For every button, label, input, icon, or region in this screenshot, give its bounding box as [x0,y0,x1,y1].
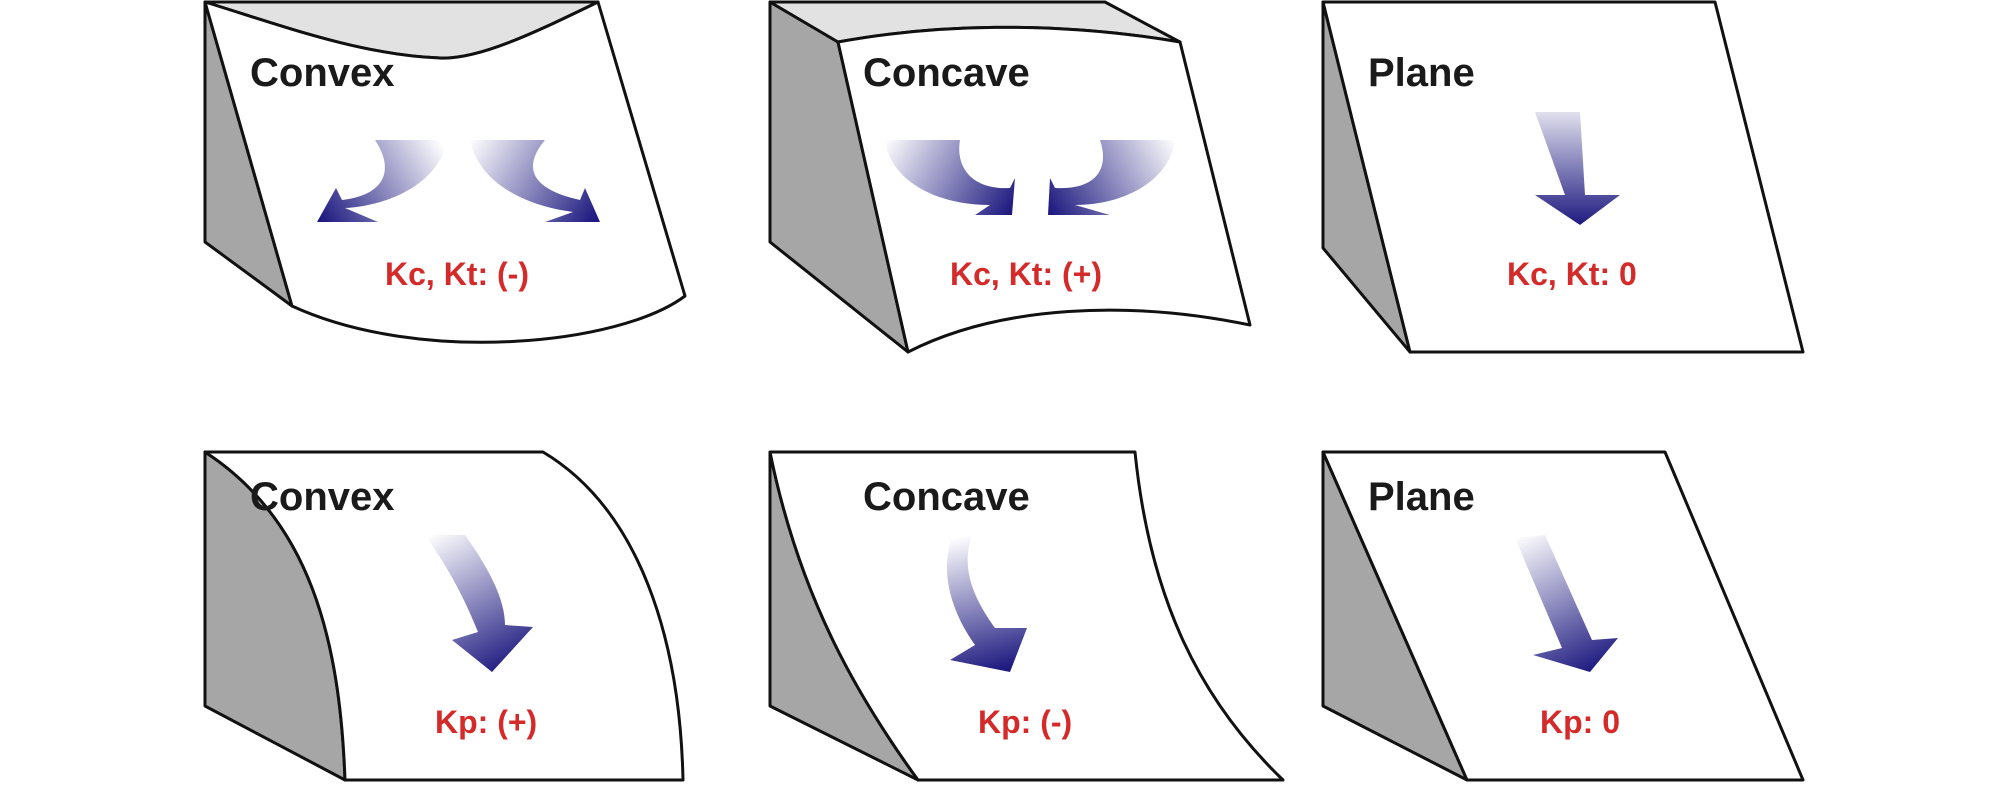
profile-concave-block: Concave Kc, Kt: (+) [768,0,1252,354]
profile-convex-block: Convex Kc, Kt: (-) [203,0,687,344]
plan-concave-block: Concave Kp: (-) [768,450,1285,782]
block-front-face [768,450,1285,782]
diagonal-arrow-icon [946,535,1027,672]
block-front-face [203,450,685,782]
curvature-formula: Kc, Kt: (+) [950,256,1102,292]
block-front-face [836,25,1252,354]
plan-plane-block: Plane Kp: 0 [1321,450,1805,782]
down-arrow-icon [1535,112,1620,225]
curvature-formula: Kc, Kt: (-) [385,256,529,292]
diagonal-arrow-icon [425,535,533,672]
panel-title: Convex [250,51,395,95]
panel-title: Plane [1368,51,1475,95]
curvature-formula: Kp: (-) [978,704,1072,740]
curvature-formula: Kc, Kt: 0 [1507,256,1637,292]
curvature-formula: Kp: (+) [435,704,537,740]
profile-plane-block: Plane Kc, Kt: 0 [1321,0,1805,354]
curved-arrow-left-icon [885,140,1015,215]
plan-convex-block: Convex Kp: (+) [203,450,685,782]
curved-arrow-right-icon [470,140,600,222]
panel-title: Plane [1368,475,1475,519]
diagonal-arrow-icon [1515,535,1618,672]
panel-title: Concave [863,51,1030,95]
curved-arrow-right-icon [1048,140,1175,215]
block-front-face [203,0,687,344]
panel-title: Concave [863,475,1030,519]
curved-arrow-left-icon [317,140,447,222]
panel-title: Convex [250,475,395,519]
curvature-formula: Kp: 0 [1540,704,1620,740]
